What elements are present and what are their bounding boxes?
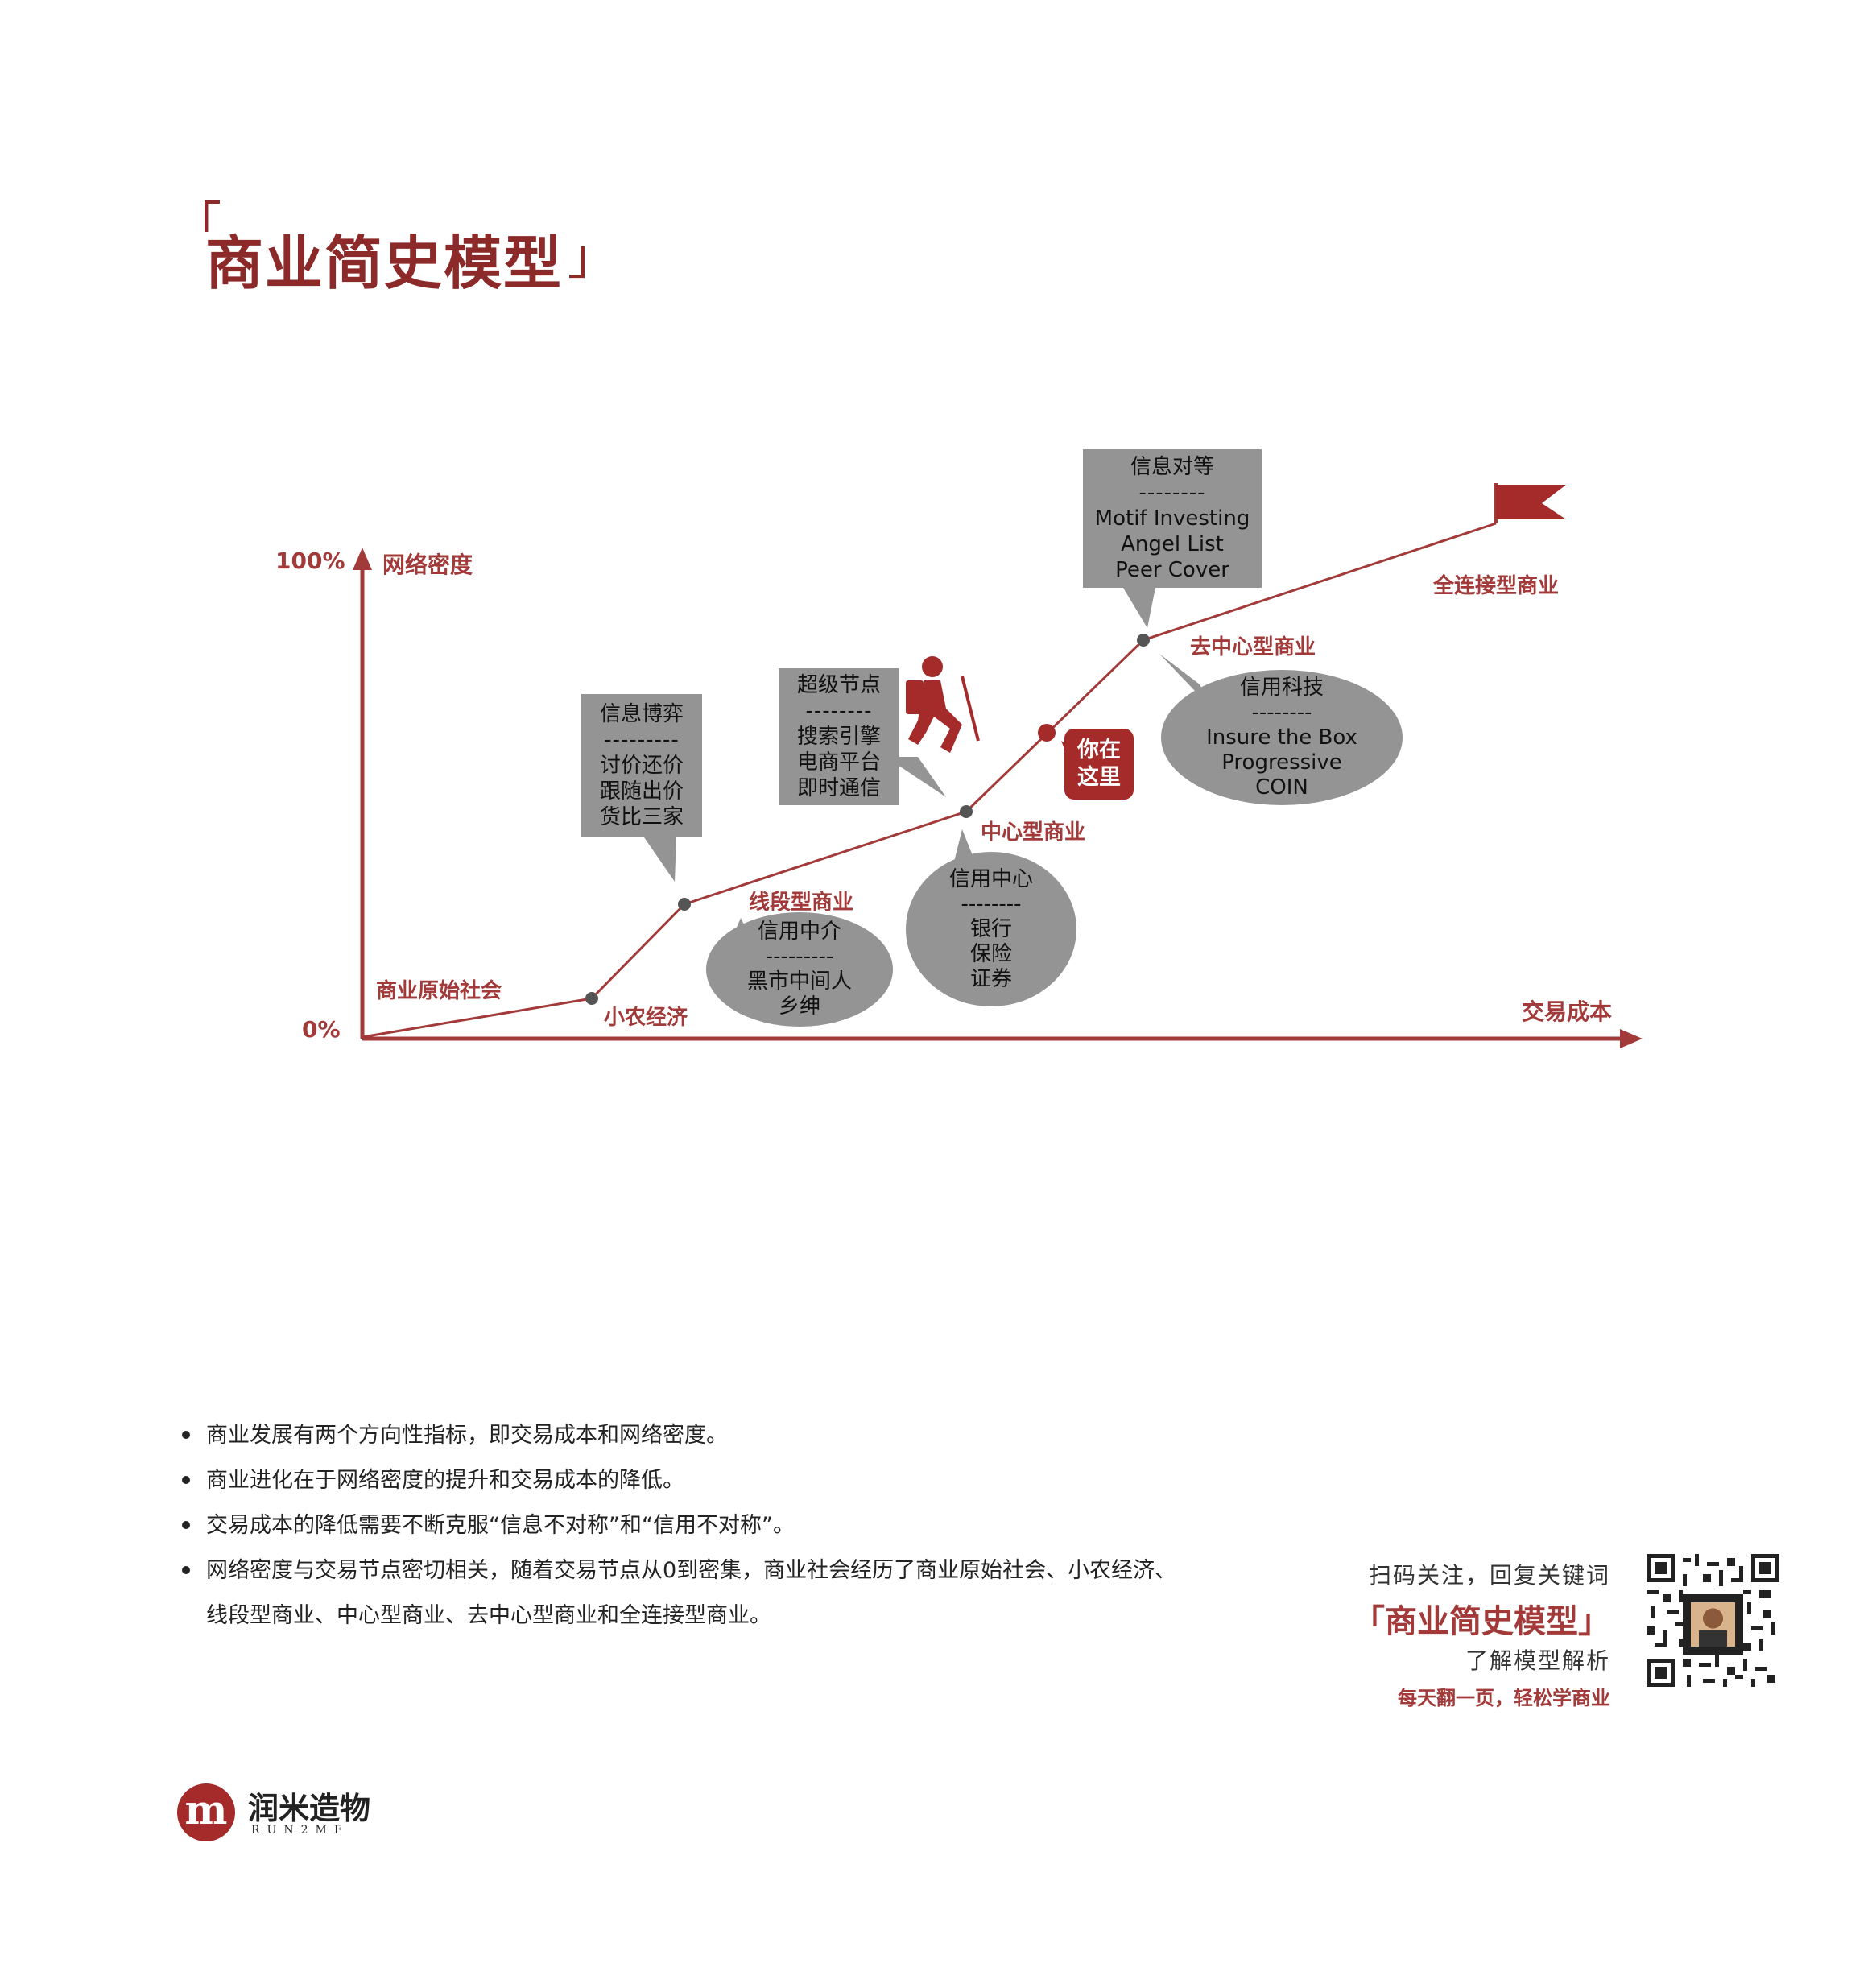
- callout-title: 信息对等: [1130, 455, 1214, 479]
- bullet-dot: [182, 1566, 190, 1574]
- node-linear: [678, 898, 691, 911]
- callout-credit-center: 信用中心 -------- 银行 保险 证券: [906, 852, 1076, 1006]
- callout-title: 信用中介: [757, 920, 841, 944]
- bullet-item-continued: 线段型商业、中心型商业、去中心型商业和全连接型商业。: [177, 1593, 1304, 1639]
- node-small-farm: [585, 992, 598, 1005]
- callout-line: 即时通信: [796, 776, 881, 800]
- callout-line: Motif Investing: [1094, 506, 1250, 531]
- summary-bullets: 商业发展有两个方向性指标，即交易成本和网络密度。 商业进化在于网络密度的提升和交…: [177, 1413, 1304, 1639]
- callout-credit-tech: 信用科技 -------- Insure the Box Progressive…: [1161, 670, 1403, 805]
- callout-info-game: 信息博弈 --------- 讨价还价 跟随出价 货比三家: [581, 694, 702, 837]
- callout-title: 超级节点: [796, 673, 881, 697]
- callout-super-node: 超级节点 -------- 搜索引擎 电商平台 即时通信: [779, 668, 899, 805]
- stage-label: 全连接型商业: [1433, 574, 1560, 598]
- bullet-dot: [182, 1521, 190, 1529]
- callout-line: 证券: [969, 966, 1012, 991]
- y-axis-min-label: 0%: [302, 1016, 341, 1043]
- callout-separator: ---------: [604, 728, 680, 752]
- stage-label: 中心型商业: [981, 820, 1086, 845]
- x-axis-title: 交易成本: [1522, 998, 1613, 1025]
- pointer-info-equal: [1123, 588, 1155, 628]
- callout-line: COIN: [1255, 775, 1308, 800]
- bullet-text: 网络密度与交易节点密切相关，随着交易节点从0到密集，商业社会经历了商业原始社会、…: [206, 1558, 1177, 1583]
- callout-line: 电商平台: [796, 750, 881, 775]
- bullet-text: 商业发展有两个方向性指标，即交易成本和网络密度。: [206, 1423, 728, 1448]
- title-bracket-close: 」: [568, 229, 616, 286]
- stage-label: 去中心型商业: [1190, 635, 1316, 659]
- callout-separator: --------: [805, 699, 873, 723]
- bullet-dot: [182, 1431, 190, 1439]
- callout-line: Angel List: [1121, 532, 1224, 556]
- stage-label: 线段型商业: [749, 891, 854, 915]
- x-axis-arrow: [1620, 1029, 1643, 1048]
- stage-label: 商业原始社会: [376, 979, 502, 1003]
- callout-title: 信用科技: [1239, 675, 1324, 700]
- hiker-icon: [906, 656, 980, 753]
- callout-line: 黑市中间人: [746, 969, 852, 994]
- y-axis-arrow: [353, 548, 372, 570]
- callout-line: Insure the Box: [1206, 725, 1357, 750]
- logo-mark-icon: m: [177, 1783, 235, 1841]
- bullet-item: 商业进化在于网络密度的提升和交易成本的降低。: [177, 1458, 1304, 1503]
- logo-en-name: RUN2ME: [251, 1824, 350, 1837]
- you-are-here-line: 你在: [1077, 738, 1121, 763]
- y-axis-max-label: 100%: [275, 548, 345, 574]
- business-history-diagram: 100% 网络密度 0% 交易成本 商业原始社会 小农经济 线段型商业 中心型商…: [275, 449, 1643, 1048]
- bullet-item: 网络密度与交易节点密切相关，随着交易节点从0到密集，商业社会经历了商业原始社会、…: [177, 1548, 1304, 1593]
- node-decentral: [1137, 634, 1150, 647]
- logo-cn-name: 润米造物: [248, 1790, 371, 1826]
- evolution-line: [362, 522, 1497, 1039]
- bullet-text: 交易成本的降低需要不断克服“信息不对称”和“信用不对称”。: [206, 1513, 795, 1538]
- callout-line: 保险: [969, 941, 1012, 966]
- pointer-info-game: [644, 837, 676, 882]
- callout-separator: --------: [1138, 481, 1206, 505]
- promo-keyword: 「商业简史模型」: [1353, 1602, 1610, 1640]
- you-are-here-badge: 你在 这里: [1064, 729, 1134, 800]
- bullet-item: 交易成本的降低需要不断克服“信息不对称”和“信用不对称”。: [177, 1503, 1304, 1548]
- callout-line: 货比三家: [599, 805, 684, 829]
- bullet-text: 商业进化在于网络密度的提升和交易成本的降低。: [206, 1468, 684, 1493]
- you-are-here-line: 这里: [1077, 765, 1121, 790]
- callout-line: 搜索引擎: [796, 725, 881, 749]
- bullet-text: 线段型商业、中心型商业、去中心型商业和全连接型商业。: [206, 1603, 771, 1628]
- callout-credit-agent: 信用中介 --------- 黑市中间人 乡绅: [706, 912, 893, 1027]
- node-center: [960, 805, 973, 818]
- callout-line: 跟随出价: [599, 779, 684, 804]
- promo-instruction: 扫码关注，回复关键词: [1368, 1562, 1610, 1589]
- bullet-item: 商业发展有两个方向性指标，即交易成本和网络密度。: [177, 1413, 1304, 1458]
- callout-line: 银行: [969, 916, 1012, 941]
- qr-code-icon[interactable]: [1647, 1554, 1779, 1687]
- callout-separator: --------: [1251, 700, 1312, 725]
- title-bracket-open: 「: [173, 197, 221, 254]
- promo-detail: 了解模型解析: [1465, 1647, 1610, 1674]
- callout-title: 信用中心: [948, 866, 1033, 891]
- bullet-dot: [182, 1476, 190, 1484]
- callout-title: 信息博弈: [599, 702, 684, 726]
- callout-separator: --------: [961, 891, 1022, 916]
- flag-icon: [1496, 485, 1566, 519]
- callout-separator: ---------: [765, 944, 834, 969]
- promo-slogan: 每天翻一页，轻松学商业: [1398, 1687, 1610, 1709]
- promo-block: 扫码关注，回复关键词 「商业简史模型」 了解模型解析 每天翻一页，轻松学商业: [1353, 1558, 1610, 1710]
- brand-logo: m 润米造物 RUN2ME: [177, 1783, 370, 1841]
- callout-line: Progressive: [1221, 750, 1342, 775]
- callout-line: 讨价还价: [599, 754, 684, 778]
- pointer-super-node: [886, 757, 946, 797]
- callout-info-equal: 信息对等 -------- Motif Investing Angel List…: [1083, 449, 1262, 588]
- callout-line: 乡绅: [778, 994, 820, 1019]
- stage-label: 小农经济: [604, 1006, 688, 1030]
- node-you-are-here: [1038, 724, 1056, 742]
- y-axis-title: 网络密度: [382, 552, 473, 578]
- title-text: 商业简史模型: [205, 229, 564, 297]
- callout-line: Peer Cover: [1115, 558, 1229, 582]
